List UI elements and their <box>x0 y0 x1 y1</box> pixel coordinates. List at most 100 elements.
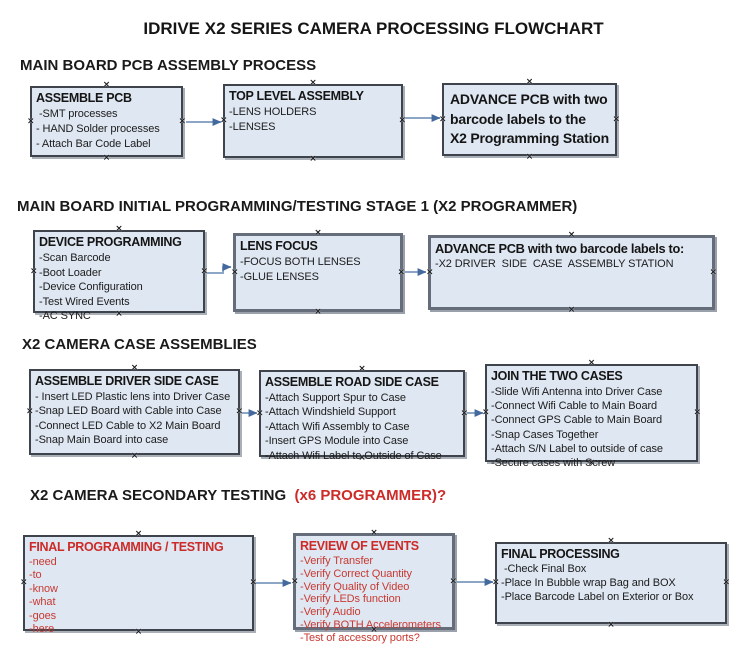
box-item-list: -need-to-know-what-goes-here <box>25 556 252 636</box>
connection-anchor-icon: × <box>200 266 208 276</box>
box-join-the-two-cases[interactable]: JOIN THE TWO CASES -Slide Wifi Antenna i… <box>482 359 701 470</box>
box-item: - Insert LED Plastic lens into Driver Ca… <box>35 391 231 403</box>
box-title: ASSEMBLE ROAD SIDE CASE <box>265 375 439 389</box>
box-item: -Device Configuration <box>39 281 143 294</box>
box-title: ASSEMBLE DRIVER SIDE CASE <box>35 374 219 388</box>
connection-anchor-icon: × <box>249 577 257 588</box>
connection-anchor-icon: × <box>525 152 534 162</box>
box-title: ADVANCE PCB with two barcode labels to t… <box>450 91 609 146</box>
connection-anchor-icon: × <box>314 228 322 238</box>
section-heading-secondary-testing: X2 CAMERA SECONDARY TESTING (x6 PROGRAMM… <box>30 487 446 504</box>
connection-anchor-icon: × <box>115 224 123 234</box>
connection-anchor-icon: × <box>358 453 366 463</box>
box-title: REVIEW OF EVENTS <box>300 539 419 553</box>
box-item: -Secure cases with Screw <box>491 457 616 470</box>
box-assemble-pcb[interactable]: ASSEMBLE PCB -SMT processes- HAND Solder… <box>27 81 186 163</box>
section-heading-red-part: (x6 PROGRAMMER)? <box>294 487 447 504</box>
connection-anchor-icon: × <box>231 267 239 277</box>
box-item: -Place Barcode Label on Exterior or Box <box>501 590 694 603</box>
box-item: -LENSES <box>229 121 276 133</box>
box-item: -Attach Wifi Assembly to Case <box>265 420 410 433</box>
box-top-level-assembly[interactable]: TOP LEVEL ASSEMBLY -LENS HOLDERS-LENSES … <box>220 79 406 164</box>
connection-anchor-icon: × <box>722 577 730 588</box>
connection-anchor-icon: × <box>398 115 406 126</box>
connection-anchor-icon: × <box>20 577 28 588</box>
box-item: -Verify Quality of Video <box>300 580 410 593</box>
box-item: -here <box>29 623 55 636</box>
section-heading-initial-programming: MAIN BOARD INITIAL PROGRAMMING/TESTING S… <box>17 198 578 215</box>
box-item-list: -X2 DRIVER SIDE CASE ASSEMBLY STATION <box>431 257 712 272</box>
section-heading-black-part: X2 CAMERA SECONDARY TESTING <box>30 487 295 504</box>
box-advance-pcb-programming-station[interactable]: ADVANCE PCB with two barcode labels to t… <box>439 78 620 162</box>
connection-anchor-icon: × <box>130 363 139 373</box>
box-item: -Verify BOTH Accelerometers <box>300 618 441 631</box>
box-item: -Attach S/N Label to outside of case <box>491 442 663 455</box>
connection-anchor-icon: × <box>220 115 228 126</box>
box-assemble-road-side-case[interactable]: ASSEMBLE ROAD SIDE CASE -Attach Support … <box>256 365 468 463</box>
connection-anchor-icon: × <box>115 309 123 319</box>
connection-anchor-icon: × <box>102 153 111 163</box>
box-item: -Scan Barcode <box>39 252 111 264</box>
connection-anchor-icon: × <box>587 358 596 368</box>
box-item: -Snap LED Board with Cable into Case <box>35 405 222 418</box>
box-lens-focus[interactable]: LENS FOCUS -FOCUS BOTH LENSES-GLUE LENSE… <box>231 229 405 317</box>
box-advance-pcb-case-assembly[interactable]: ADVANCE PCB with two barcode labels to: … <box>426 231 717 315</box>
connection-anchor-icon: × <box>178 116 186 126</box>
box-item-list: -LENS HOLDERS -LENSES <box>225 105 401 135</box>
section-heading-pcb-assembly: MAIN BOARD PCB ASSEMBLY PROCESS <box>20 57 317 74</box>
flow-arrow-programming-to-lensfocus <box>207 263 232 274</box>
box-item: -Check Final Box <box>501 563 587 575</box>
connection-anchor-icon: × <box>256 408 264 418</box>
box-item-list: -Scan Barcode-Boot Loader-Device Configu… <box>35 251 203 324</box>
connection-anchor-icon: × <box>309 78 317 88</box>
connection-anchor-icon: × <box>709 267 717 277</box>
connection-anchor-icon: × <box>607 536 615 546</box>
box-item: -to <box>29 569 42 582</box>
connection-anchor-icon: × <box>587 458 596 468</box>
box-item: -Verify Transfer <box>300 555 373 567</box>
connection-anchor-icon: × <box>492 577 500 588</box>
box-item: -know <box>29 582 58 595</box>
box-item: - Attach Bar Code Label <box>36 138 151 150</box>
box-review-of-events[interactable]: REVIEW OF EVENTS -Verify Transfer-Verify… <box>291 529 457 644</box>
connection-anchor-icon: × <box>449 576 457 586</box>
connection-anchor-icon: × <box>439 114 447 124</box>
box-item: - HAND Solder processes <box>36 123 160 135</box>
box-item: -Verify Correct Quantity <box>300 567 412 580</box>
connection-anchor-icon: × <box>567 230 576 240</box>
box-item-list: -Verify Transfer-Verify Correct Quantity… <box>296 555 452 645</box>
box-item: -AC SYNC <box>39 310 91 323</box>
box-item: -Slide Wifi Antenna into Driver Case <box>491 386 663 398</box>
box-item: -goes <box>29 609 57 622</box>
box-item-list: -Check Final Box-Place In Bubble wrap Ba… <box>497 563 725 604</box>
box-item: -Test of accessory ports? <box>300 631 420 644</box>
box-item: -need <box>29 556 57 568</box>
page-title: IDRIVE X2 SERIES CAMERA PROCESSING FLOWC… <box>143 19 604 38</box>
box-item: -X2 DRIVER SIDE CASE ASSEMBLY STATION <box>435 258 674 270</box>
box-item: -FOCUS BOTH LENSES <box>240 256 361 268</box>
box-item: -Insert GPS Module into Case <box>265 435 409 448</box>
box-final-programming-testing[interactable]: FINAL PROGRAMMING / TESTING -need-to-kno… <box>20 530 257 637</box>
connection-anchor-icon: × <box>130 451 139 461</box>
connection-anchor-icon: × <box>30 266 38 276</box>
connection-anchor-icon: × <box>102 80 111 90</box>
box-item: -LENS HOLDERS <box>229 106 317 118</box>
box-assemble-driver-side-case[interactable]: ASSEMBLE DRIVER SIDE CASE - Insert LED P… <box>26 364 243 461</box>
box-title: ASSEMBLE PCB <box>36 91 132 105</box>
box-device-programming[interactable]: DEVICE PROGRAMMING -Scan Barcode-Boot Lo… <box>30 225 208 323</box>
box-item: -Snap Cases Together <box>491 428 599 441</box>
box-item-list: -Slide Wifi Antenna into Driver Case -Con… <box>487 385 696 470</box>
box-item: -Attach Support Spur to Case <box>265 392 406 404</box>
connection-anchor-icon: × <box>235 406 243 417</box>
box-item: -Connect GPS Cable to Main Board <box>491 414 663 427</box>
box-final-processing[interactable]: FINAL PROCESSING -Check Final Box-Place … <box>492 537 730 630</box>
connection-anchor-icon: × <box>309 154 317 164</box>
box-title: FINAL PROCESSING <box>501 547 620 561</box>
connection-anchor-icon: × <box>693 407 701 418</box>
box-title: DEVICE PROGRAMMING <box>39 235 182 249</box>
connection-anchor-icon: × <box>358 364 366 374</box>
box-item: -Snap Main Board into case <box>35 434 169 447</box>
box-item: -GLUE LENSES <box>240 271 319 283</box>
box-item: -Connect LED Cable to X2 Main Board <box>35 419 221 432</box>
